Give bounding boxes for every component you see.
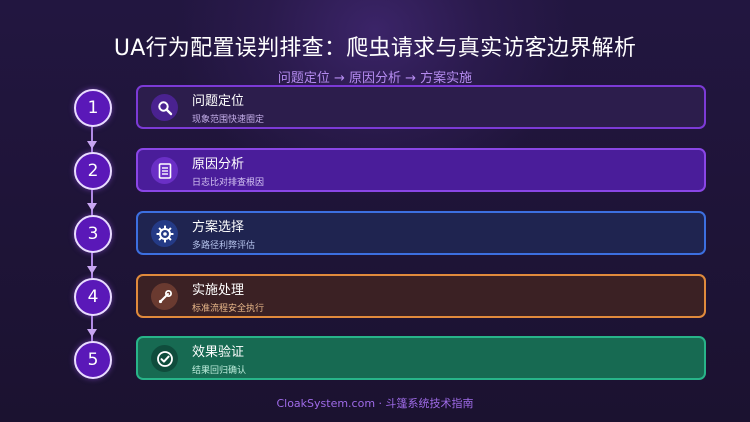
step-number-5: 5 [74, 341, 112, 379]
page-title: UA行为配置误判排查：爬虫请求与真实访客边界解析 [113, 36, 637, 61]
step-title: 问题定位 [192, 94, 245, 109]
step-description: 标准流程安全执行 [192, 304, 265, 314]
gear-icon [151, 220, 178, 247]
step-title: 方案选择 [192, 220, 245, 235]
step-description: 现象范围快速圈定 [192, 115, 265, 125]
step-description: 结果回归确认 [192, 366, 247, 376]
step-card-3[interactable]: 方案选择 多路径利弊评估 [136, 211, 706, 255]
step-description: 多路径利弊评估 [192, 241, 256, 251]
page-subtitle: 问题定位 → 原因分析 → 方案实施 [277, 71, 473, 86]
step-number-2: 2 [74, 152, 112, 190]
step-card-2[interactable]: 原因分析 日志比对排查根因 [136, 148, 706, 192]
document-icon [151, 157, 178, 184]
step-description: 日志比对排查根因 [192, 178, 265, 188]
search-icon [151, 94, 178, 121]
step-title: 原因分析 [192, 157, 245, 172]
step-title: 效果验证 [192, 345, 245, 360]
step-number-4: 4 [74, 278, 112, 316]
arrow-down-icon [87, 329, 97, 337]
step-number-3: 3 [74, 215, 112, 253]
step-number-1: 1 [74, 89, 112, 127]
footer-credit: CloakSystem.com · 斗篷系统技术指南 [276, 397, 474, 410]
check-circle-icon [151, 345, 178, 372]
arrow-down-icon [87, 266, 97, 274]
step-card-4[interactable]: 实施处理 标准流程安全执行 [136, 274, 706, 318]
arrow-down-icon [87, 141, 97, 149]
step-card-5[interactable]: 效果验证 结果回归确认 [136, 336, 706, 380]
step-title: 实施处理 [192, 283, 245, 298]
step-card-1[interactable]: 问题定位 现象范围快速圈定 [136, 85, 706, 129]
wrench-icon [151, 283, 178, 310]
arrow-down-icon [87, 203, 97, 211]
